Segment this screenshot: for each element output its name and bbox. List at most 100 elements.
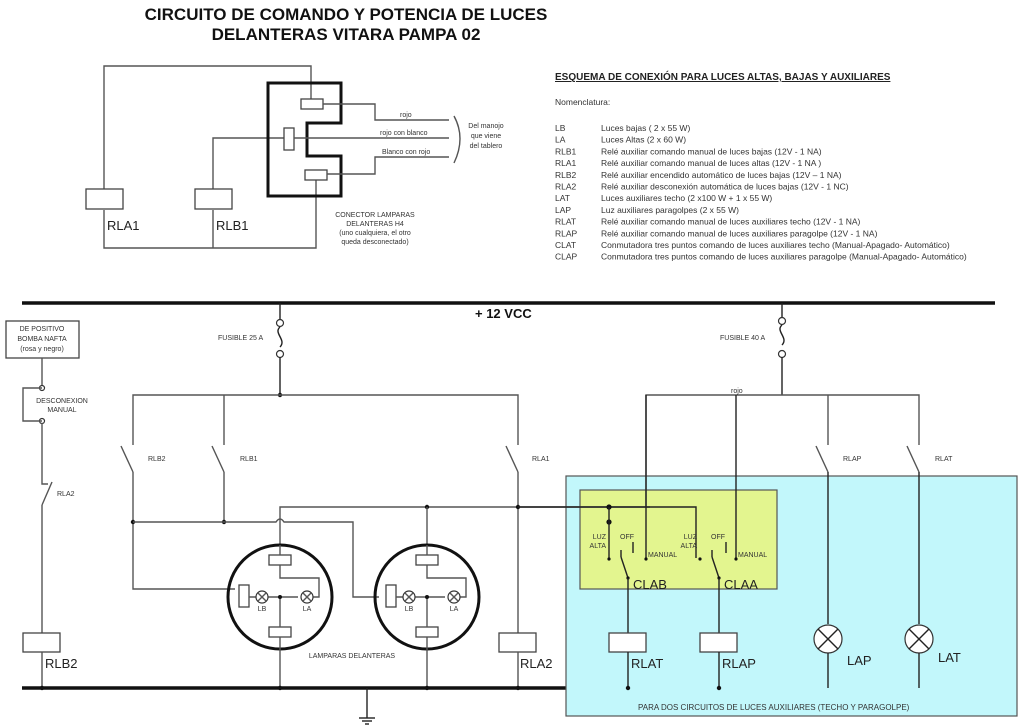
coil-rla2-label: RLA2 — [520, 656, 553, 671]
relay-coil-rlb2 — [22, 632, 61, 653]
connector-caption-3: (uno cualquiera, el otro — [339, 230, 411, 237]
legend-code: LB — [555, 123, 566, 133]
clab-manual: MANUAL — [648, 552, 677, 559]
contact-rlap — [815, 445, 829, 473]
contact-rlb1 — [211, 445, 225, 473]
legend-code: RLB1 — [555, 146, 577, 156]
lamp-lb-icon — [255, 590, 269, 604]
clab-luz: LUZ — [593, 534, 607, 541]
headlight-branch: FUSIBLE 25 A RLB2 RLB1 RLA1 RLA2 — [120, 303, 650, 691]
relay-coil-rlb1 — [194, 188, 233, 210]
clab-off: OFF — [620, 534, 634, 541]
bundle-label-2: que viene — [471, 133, 501, 140]
legend-code: LAP — [555, 205, 571, 215]
legend-desc: Luces bajas ( 2 x 55 W) — [601, 123, 690, 133]
connector-caption-2: DELANTERAS H4 — [346, 221, 404, 228]
legend-code: RLAP — [555, 228, 578, 238]
legend-desc: Relé auxiliar comando manual de luces al… — [601, 158, 821, 168]
lamp-lap-label: LAP — [847, 653, 872, 668]
contact-rla2-label: RLA2 — [57, 491, 75, 498]
lamp-la-icon — [300, 590, 314, 604]
relay-coil-rlap — [699, 632, 738, 653]
socket-pin-left — [385, 584, 397, 608]
aux-caption: PARA DOS CIRCUITOS DE LUCES AUXILIARES (… — [638, 703, 910, 712]
aux-power-branch: FUSIBLE 40 A rojo RLAP RLAT — [645, 303, 953, 558]
title-line-2: DELANTERAS VITARA PAMPA 02 — [212, 25, 481, 44]
contact-rlb2 — [120, 445, 134, 473]
source-label-3: (rosa y negro) — [20, 346, 64, 353]
fuse-25a-icon — [275, 318, 285, 359]
switch-clab[interactable]: LUZ ALTA OFF MANUAL CLAB — [590, 534, 678, 633]
bus-label: + 12 VCC — [475, 306, 532, 321]
bundle-brace — [453, 115, 461, 164]
legend-code: RLA2 — [555, 182, 577, 192]
selector-switches: LUZ ALTA OFF MANUAL CLAB LUZ ALTA OFF MA… — [518, 395, 767, 633]
lamp-la-label: LA — [303, 606, 312, 613]
claa-manual: MANUAL — [738, 552, 767, 559]
claa-lever — [711, 556, 720, 579]
contact-rla2-nc — [41, 481, 53, 506]
fuse-25a-label: FUSIBLE 25 A — [218, 335, 263, 342]
legend-row: LB Luces bajas ( 2 x 55 W) — [555, 123, 690, 133]
relay-coil-rlat — [608, 632, 647, 653]
switch-claa[interactable]: LUZ ALTA OFF MANUAL CLAA — [681, 534, 768, 633]
connector-pin-top — [300, 98, 324, 110]
connector-caption-4: queda desconectado) — [341, 239, 408, 246]
legend-desc: Relé auxiliar comando manual de luces ba… — [601, 146, 822, 156]
wire-25a-distribution — [132, 394, 519, 445]
lamp-lap-icon — [813, 624, 843, 654]
lamp-la-label: LA — [450, 606, 459, 613]
wire-label-rojo: rojo — [400, 112, 412, 119]
contact-rlat — [906, 445, 920, 473]
left-branch: DE POSITIVO BOMBA NAFTA (rosa y negro) D… — [5, 320, 88, 691]
wire-blanco-con-rojo — [327, 156, 449, 175]
lamp-lb-icon — [402, 590, 416, 604]
legend-desc: Relé auxiliar encendido automático de lu… — [601, 170, 842, 180]
legend-row: RLA1 Relé auxiliar comando manual de luce… — [555, 158, 821, 168]
legend-code: RLA1 — [555, 158, 577, 168]
contact-rlat-label: RLAT — [935, 456, 953, 463]
bundle-label-1: Del manojo — [468, 123, 504, 130]
wire-rlb1 — [212, 137, 290, 189]
socket-pin-bottom — [415, 626, 439, 638]
claa-luz: LUZ — [684, 534, 698, 541]
clab-alta: ALTA — [590, 543, 607, 550]
contact-rlap-label: RLAP — [843, 456, 862, 463]
contact-rlb2-label: RLB2 — [148, 456, 166, 463]
clab-lever — [620, 556, 629, 579]
title-line-1: CIRCUITO DE COMANDO Y POTENCIA DE LUCES — [145, 5, 548, 24]
h4-connector-diagram: rojo rojo con blanco Blanco con rojo Del… — [85, 65, 504, 249]
fuse-40a-icon — [777, 316, 787, 359]
wire-luz-alta-feed — [518, 506, 697, 558]
lamp-lat-label: LAT — [938, 650, 961, 665]
socket-pin-top — [415, 554, 439, 566]
legend-desc: Conmutadora tres puntos comando de luces… — [601, 240, 950, 250]
legend-code: RLAT — [555, 217, 576, 227]
wire-rojo — [323, 103, 449, 121]
headlamps-caption: LAMPARAS DELANTERAS — [309, 653, 396, 660]
legend-row: RLB2 Relé auxiliar encendido automático d… — [555, 170, 842, 180]
legend-desc: Luces auxiliares techo (2 x100 W + 1 x 5… — [601, 193, 772, 203]
disconnect-jumper — [22, 387, 42, 422]
claa-off: OFF — [711, 534, 725, 541]
fuse-40a-label: FUSIBLE 40 A — [720, 335, 765, 342]
legend-desc: Conmutadora tres puntos comando de luces… — [601, 252, 967, 262]
relay-coil-rla1 — [85, 188, 124, 210]
socket-pin-left — [238, 584, 250, 608]
disconnect-label-1: DESCONEXION — [36, 398, 88, 405]
clab-label: CLAB — [633, 577, 667, 592]
disconnect-label-2: MANUAL — [47, 407, 76, 414]
legend-code: RLB2 — [555, 170, 577, 180]
relay-coil-rla2 — [498, 632, 537, 653]
legend-desc: Relé auxiliar desconexión automática de … — [601, 182, 849, 192]
lamp-lb-label: LB — [258, 606, 267, 613]
source-box — [5, 320, 80, 359]
source-label-1: DE POSITIVO — [20, 326, 65, 333]
